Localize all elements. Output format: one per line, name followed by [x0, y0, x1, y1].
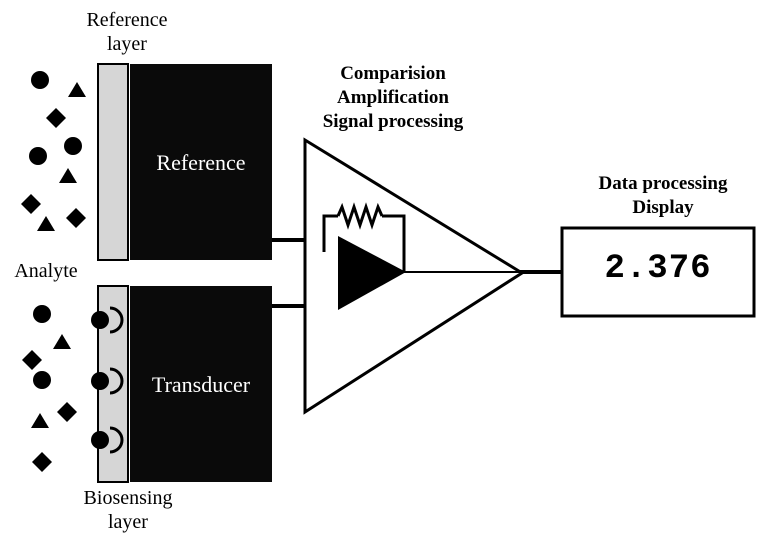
diamond-icon: [66, 208, 86, 228]
comparison-label-line3: Signal processing: [322, 111, 464, 132]
reference-box-label: Reference: [156, 150, 246, 175]
transducer-box-label: Transducer: [151, 372, 251, 397]
reference-box: [130, 64, 272, 260]
triangle-icon: [53, 334, 71, 349]
resistor-zigzag-icon: [322, 202, 406, 272]
triangle-icon: [59, 168, 77, 183]
reference-layer-label-line1: Reference: [86, 9, 168, 31]
data-processing-label: Data processing Display: [572, 172, 754, 220]
diamond-icon: [57, 402, 77, 422]
analyte-lower-cluster: [22, 305, 77, 472]
data-processing-label-line2: Display: [632, 197, 694, 218]
circle-icon: [33, 371, 51, 389]
reference-layer-label-line2: layer: [107, 33, 147, 55]
triangle-icon: [31, 413, 49, 428]
diamond-icon: [21, 194, 41, 214]
data-processing-label-line1: Data processing: [598, 173, 728, 194]
circle-icon: [29, 147, 47, 165]
reference-layer-strip: [97, 63, 129, 261]
circle-icon: [64, 137, 82, 155]
receptor-icon: [109, 426, 124, 454]
diamond-icon: [46, 108, 66, 128]
receptor-icon: [109, 306, 124, 334]
bound-analyte-circle-icon: [91, 311, 109, 329]
biosensing-layer-label: Biosensing layer: [58, 486, 198, 534]
reference-layer-label: Reference layer: [52, 8, 202, 56]
biosensing-layer-label-line1: Biosensing: [83, 487, 173, 509]
comparison-triangle-icon: [303, 137, 525, 415]
triangle-icon: [68, 82, 86, 97]
circle-icon: [33, 305, 51, 323]
diamond-icon: [22, 350, 42, 370]
comparison-label: Comparision Amplification Signal process…: [298, 62, 488, 134]
receptor-icon: [109, 367, 124, 395]
transducer-box: [130, 286, 272, 482]
analyte-label: Analyte: [14, 260, 78, 282]
display-value: 2.376: [604, 250, 712, 288]
receptor-group: [91, 306, 124, 454]
diamond-icon: [32, 452, 52, 472]
op-amp-triangle-icon: [338, 236, 406, 310]
bound-analyte-circle-icon: [91, 372, 109, 390]
triangle-icon: [37, 216, 55, 231]
display-box: [560, 226, 756, 318]
comparison-label-line2: Amplification: [337, 87, 449, 108]
analyte-upper-cluster: [21, 71, 86, 231]
comparison-label-line1: Comparision: [340, 63, 446, 84]
biosensing-layer-label-line2: layer: [108, 511, 148, 533]
bound-analyte-circle-icon: [91, 431, 109, 449]
circle-icon: [31, 71, 49, 89]
